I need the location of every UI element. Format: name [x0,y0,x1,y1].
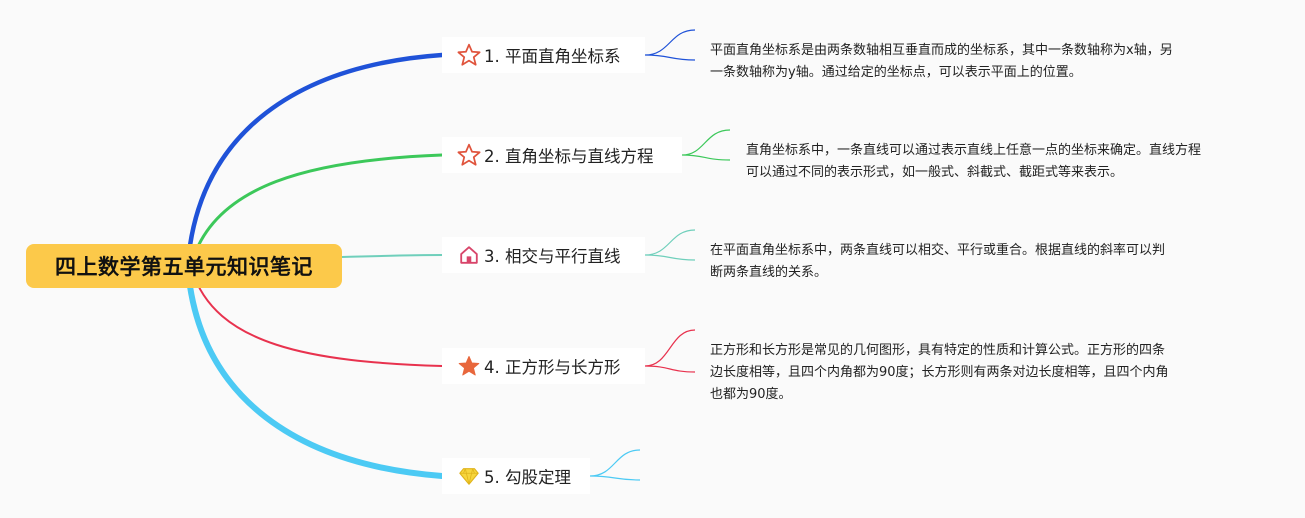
diamond-icon [456,463,482,489]
topic-2-description: 直角坐标系中，一条直线可以通过表示直线上任意一点的坐标来确定。直线方程 可以通过… [746,140,1201,184]
topic-3-label: 3. 相交与平行直线 [484,247,621,266]
topic-4-label: 4. 正方形与长方形 [484,358,621,377]
description-line: 一条数轴称为y轴。通过给定的坐标点，可以表示平面上的位置。 [710,65,1082,80]
root-topic[interactable]: 四上数学第五单元知识笔记 [26,244,342,288]
description-line: 正方形和长方形是常见的几何图形，具有特定的性质和计算公式。正方形的四条 [710,343,1166,358]
topic-3[interactable]: 3. 相交与平行直线 [442,237,645,273]
topic-1-label: 1. 平面直角坐标系 [484,47,621,66]
topic-2[interactable]: 2. 直角坐标与直线方程 [442,137,682,173]
description-line: 可以通过不同的表示形式，如一般式、斜截式、截距式等来表示。 [746,165,1124,180]
description-line: 在平面直角坐标系中，两条直线可以相交、平行或重合。根据直线的斜率可以判 [710,243,1166,258]
description-line: 也都为90度。 [710,387,792,402]
bracket-5 [589,449,641,481]
description-line: 平面直角坐标系是由两条数轴相互垂直而成的坐标系，其中一条数轴称为x轴，另 [710,43,1173,58]
topic-5-label: 5. 勾股定理 [484,468,571,487]
home-icon [456,242,482,268]
branch-line-4 [191,269,443,367]
topic-2-label: 2. 直角坐标与直线方程 [484,147,654,166]
topic-3-description: 在平面直角坐标系中，两条直线可以相交、平行或重合。根据直线的斜率可以判 断两条直… [710,240,1165,284]
branch-line-1 [185,52,445,265]
star-filled-icon [456,353,482,379]
star-outline-icon [456,42,482,68]
star-outline-icon [456,142,482,168]
description-line: 边长度相等，且四个内角都为90度；长方形则有两条对边长度相等，且四个内角 [710,365,1169,380]
branch-line-2 [190,153,444,264]
topic-4[interactable]: 4. 正方形与长方形 [442,348,645,384]
topic-4-description: 正方形和长方形是常见的几何图形，具有特定的性质和计算公式。正方形的四条 边长度相… [710,340,1169,406]
bracket-1 [644,29,696,61]
branch-line-5 [185,267,445,479]
description-line: 断两条直线的关系。 [710,265,828,280]
topic-1-description: 平面直角坐标系是由两条数轴相互垂直而成的坐标系，其中一条数轴称为x轴，另 一条数… [710,40,1173,84]
bracket-2 [681,129,731,161]
bracket-4 [644,329,696,373]
bracket-3 [644,229,696,261]
branch-line-3 [341,254,443,258]
topic-1[interactable]: 1. 平面直角坐标系 [442,37,645,73]
root-title: 四上数学第五单元知识笔记 [55,255,313,279]
topic-5[interactable]: 5. 勾股定理 [442,458,590,494]
description-line: 直角坐标系中，一条直线可以通过表示直线上任意一点的坐标来确定。直线方程 [746,143,1202,158]
